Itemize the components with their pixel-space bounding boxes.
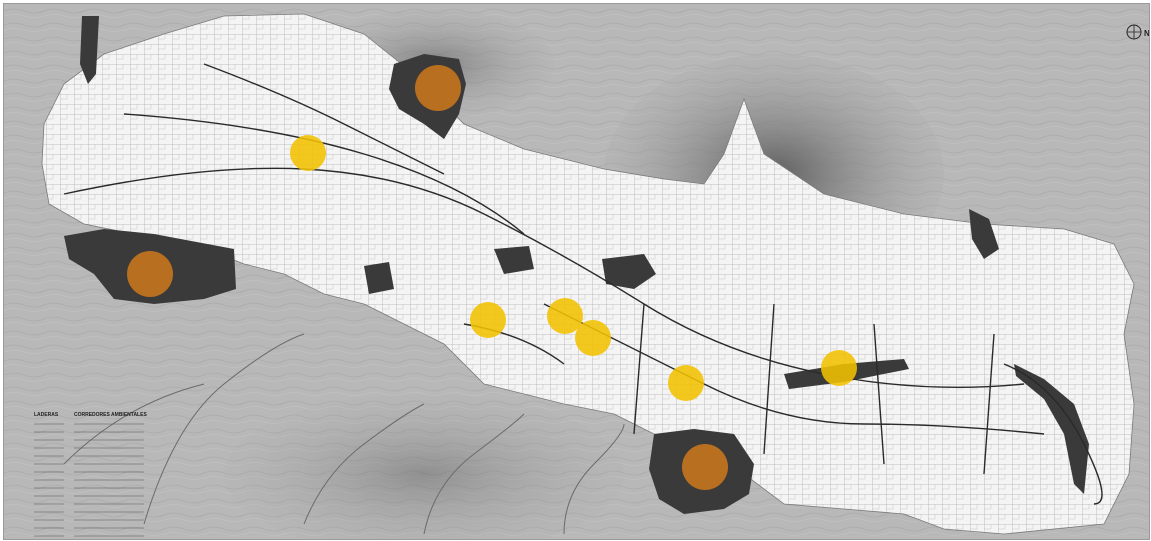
zone-northwest-strip: [80, 16, 99, 84]
north-arrow-needle-icon: [1127, 25, 1141, 39]
marker-yellow-1[interactable]: [290, 135, 326, 171]
marker-orange-west[interactable]: [127, 251, 173, 297]
legend: LADERAS CORREDORES AMBIENTALES: [34, 412, 147, 537]
city-map[interactable]: N LADERAS CORREDORES AMBIENTALES: [4, 4, 1149, 539]
markers-yellow: [290, 135, 857, 401]
marker-orange-north[interactable]: [415, 65, 461, 111]
marker-yellow-4[interactable]: [575, 320, 611, 356]
marker-yellow-2[interactable]: [470, 302, 506, 338]
zone-mid: [494, 246, 534, 274]
legend-rows: [34, 423, 144, 537]
legend-title-laderas: LADERAS: [34, 412, 59, 418]
drainage-network: [63, 333, 625, 535]
marker-yellow-3[interactable]: [547, 298, 583, 334]
map-frame: N LADERAS CORREDORES AMBIENTALES: [3, 3, 1150, 540]
north-arrow: N: [1126, 24, 1149, 40]
marker-orange-south[interactable]: [682, 444, 728, 490]
zone-east-ridge: [969, 209, 999, 259]
marker-yellow-5[interactable]: [668, 365, 704, 401]
zone-center: [602, 254, 656, 289]
marker-yellow-6[interactable]: [821, 350, 857, 386]
legend-title-corredores: CORREDORES AMBIENTALES: [74, 412, 147, 418]
mountain-relief-south: [224, 394, 624, 539]
zone-river-east: [1014, 364, 1089, 494]
markers-orange: [127, 65, 728, 490]
zone-mid-2: [364, 262, 394, 294]
north-label: N: [1144, 29, 1149, 38]
